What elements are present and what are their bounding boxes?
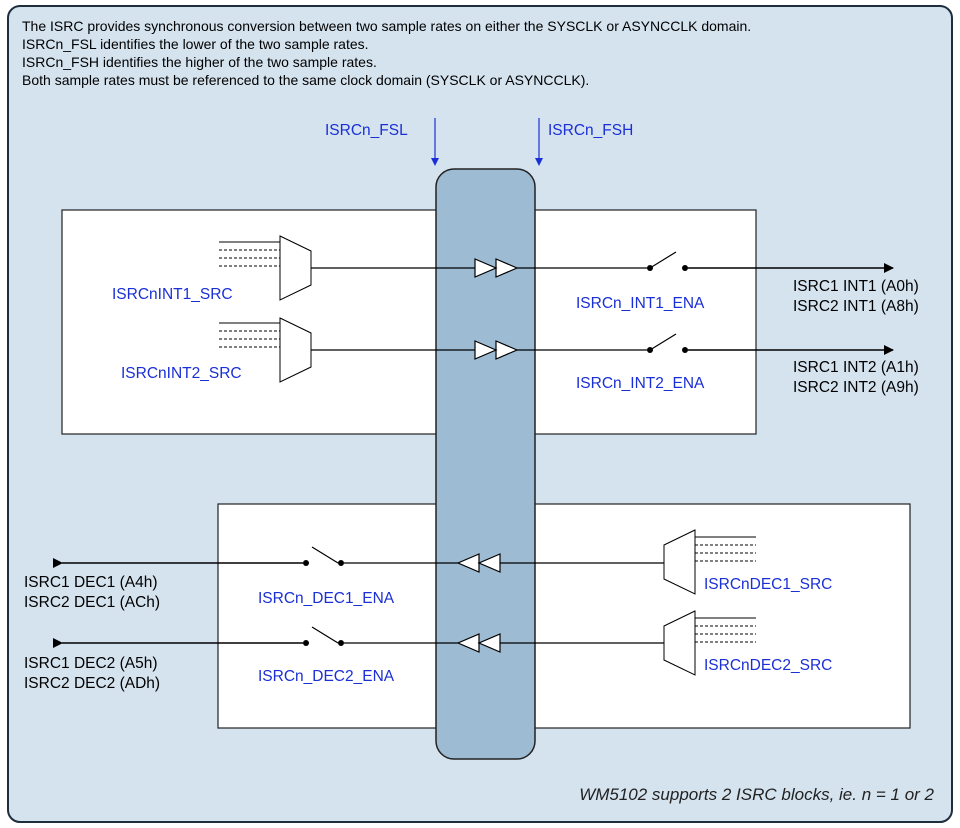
dec2-src-label: ISRCnDEC2_SRC xyxy=(704,657,833,674)
int1-mux-icon xyxy=(279,235,312,301)
int1-ena-label: ISRCn_INT1_ENA xyxy=(576,295,705,312)
dec2-mux-icon xyxy=(663,610,696,676)
dec1-path xyxy=(53,529,756,595)
dec1-switch-icon xyxy=(311,546,339,564)
int1-src-label: ISRCnINT1_SRC xyxy=(112,286,233,303)
interpolator-block xyxy=(61,209,757,435)
dec2-output-line-2: ISRC2 DEC2 (ADh) xyxy=(24,675,161,692)
description-line-1: The ISRC provides synchronous conversion… xyxy=(22,18,752,34)
dec1-converter-icon xyxy=(456,553,501,573)
int2-output-line-2: ISRC2 INT2 (A9h) xyxy=(793,379,919,396)
footnote: WM5102 supports 2 ISRC blocks, ie. n = 1… xyxy=(579,785,934,804)
dec1-output-line-2: ISRC2 DEC1 (ACh) xyxy=(24,594,161,611)
description-line-3: ISRCn_FSH identifies the higher of the t… xyxy=(22,54,377,70)
int1-converter-icon xyxy=(474,258,519,278)
dec2-converter-icon xyxy=(456,633,501,653)
int1-output-line-1: ISRC1 INT1 (A0h) xyxy=(793,278,919,295)
int2-mux-icon xyxy=(279,317,312,383)
int2-path xyxy=(219,317,894,383)
fsh-label: ISRCn_FSH xyxy=(548,122,634,139)
dec1-src-label: ISRCnDEC1_SRC xyxy=(704,576,833,593)
dec2-output-line-1: ISRC1 DEC2 (A5h) xyxy=(24,655,158,672)
int1-switch-icon xyxy=(649,251,677,269)
isrc-bar xyxy=(435,168,536,760)
decimator-block xyxy=(217,503,911,729)
dec1-ena-label: ISRCn_DEC1_ENA xyxy=(258,590,395,607)
int1-path xyxy=(219,235,894,301)
dec2-switch-icon xyxy=(311,626,339,644)
dec1-mux-icon xyxy=(663,529,696,595)
dec2-ena-label: ISRCn_DEC2_ENA xyxy=(258,668,395,685)
int2-converter-icon xyxy=(474,340,519,360)
int2-switch-icon xyxy=(649,333,677,351)
int2-src-label: ISRCnINT2_SRC xyxy=(121,365,242,382)
description-line-2: ISRCn_FSL identifies the lower of the tw… xyxy=(22,36,369,52)
int2-ena-label: ISRCn_INT2_ENA xyxy=(576,375,705,392)
int1-output-line-2: ISRC2 INT1 (A8h) xyxy=(793,298,919,315)
dec1-output-line-1: ISRC1 DEC1 (A4h) xyxy=(24,574,158,591)
dec2-path xyxy=(53,610,756,676)
fsl-label: ISRCn_FSL xyxy=(325,122,408,139)
description-line-4: Both sample rates must be referenced to … xyxy=(22,72,590,88)
int2-output-line-1: ISRC1 INT2 (A1h) xyxy=(793,359,919,376)
